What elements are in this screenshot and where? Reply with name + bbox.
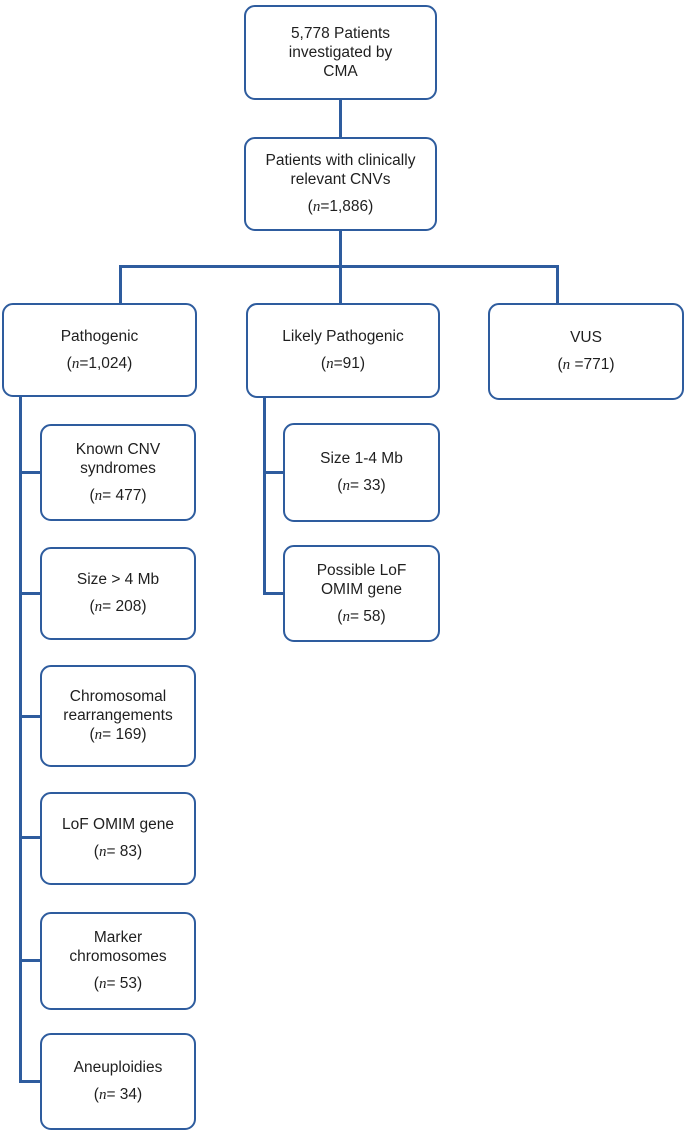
- node-text-line: syndromes: [80, 459, 156, 477]
- node-size-1-4mb: Size 1-4 Mb (n= 33): [283, 423, 440, 522]
- node-count: (n= 208): [89, 597, 146, 617]
- node-count: (n= 34): [94, 1085, 142, 1105]
- count-value: = 169): [102, 726, 147, 743]
- count-n-symbol: n: [326, 356, 334, 372]
- node-count: (n=1,886): [308, 197, 374, 217]
- stub-size-gt-4mb: [19, 592, 40, 595]
- node-text-line: Likely Pathogenic: [282, 328, 404, 345]
- node-text-line: Marker: [93, 929, 143, 946]
- count-open-paren: (: [307, 198, 313, 215]
- count-open-paren: (: [93, 975, 99, 992]
- trunk-pathogenic: [19, 396, 22, 1083]
- node-size-gt-4mb: Size > 4 Mb (n= 208): [40, 547, 196, 640]
- count-open-paren: (: [89, 486, 95, 504]
- drop-to-likely-pathogenic: [339, 265, 342, 304]
- node-likely-pathogenic: Likely Pathogenic (n=91): [246, 303, 440, 398]
- node-text-line: 5,778 Patients: [290, 25, 391, 42]
- stub-marker-chromosomes: [19, 959, 40, 962]
- node-clinically-relevant-cnvs: Patients with clinically relevant CNVs (…: [244, 137, 437, 231]
- count-open-paren: (: [89, 726, 95, 743]
- count-value: =91): [333, 355, 366, 372]
- count-value: = 53): [106, 975, 143, 992]
- count-open-paren: (: [89, 598, 95, 615]
- count-open-paren: (: [93, 1086, 99, 1103]
- node-marker-chromosomes: Marker chromosomes (n= 53): [40, 912, 196, 1010]
- drop-to-vus: [556, 265, 559, 304]
- stub-chromosomal-rearrangements: [19, 715, 40, 718]
- node-count: (n= 477): [89, 486, 146, 506]
- count-value: =771): [570, 356, 615, 373]
- node-lof-omim-gene: LoF OMIM gene (n= 83): [40, 792, 196, 885]
- count-value: =1,886): [320, 198, 374, 215]
- drop-to-pathogenic: [119, 265, 122, 304]
- node-count: (n=1,024): [67, 354, 133, 374]
- node-count: (n= 83): [94, 842, 142, 862]
- node-aneuploidies: Aneuploidies (n= 34): [40, 1033, 196, 1130]
- node-text-line: rearrangements: [63, 707, 173, 724]
- node-text-line: Pathogenic: [60, 327, 139, 345]
- count-n-symbol: n: [71, 355, 80, 372]
- count-value: = 477): [102, 486, 147, 504]
- node-text-line: Possible LoF: [316, 561, 407, 579]
- node-count: (n= 58): [337, 607, 385, 627]
- count-open-paren: (: [557, 356, 563, 373]
- node-count: (n=91): [321, 354, 365, 374]
- count-value: = 208): [102, 598, 147, 615]
- node-text-line: Aneuploidies: [73, 1059, 163, 1076]
- connector-relevant-to-branch: [339, 230, 342, 267]
- node-pathogenic: Pathogenic (n=1,024): [2, 303, 197, 397]
- node-count: (n= 53): [94, 974, 142, 994]
- node-text-line: LoF OMIM gene: [62, 816, 174, 833]
- node-text-line: relevant CNVs: [290, 171, 391, 188]
- count-n-symbol: n: [98, 1087, 107, 1103]
- count-n-symbol: n: [342, 608, 350, 625]
- count-n-symbol: n: [342, 478, 350, 494]
- node-text-line: CMA: [323, 63, 358, 80]
- count-n-symbol: n: [94, 599, 103, 615]
- count-value: =1,024): [79, 354, 133, 372]
- node-vus: VUS (n =771): [488, 303, 684, 400]
- node-possible-lof-omim-gene: Possible LoF OMIM gene (n= 58): [283, 545, 440, 642]
- stub-possible-lof-omim-gene: [263, 592, 283, 595]
- stub-known-cnv-syndromes: [19, 471, 40, 474]
- node-text-line: investigated by: [288, 44, 393, 61]
- count-value: = 83): [106, 843, 143, 860]
- count-open-paren: (: [320, 355, 327, 372]
- count-open-paren: (: [337, 607, 343, 625]
- node-count: (n= 33): [337, 476, 385, 496]
- node-count: (n= 169): [89, 725, 146, 745]
- node-chromosomal-rearrangements: Chromosomal rearrangements (n= 169): [40, 665, 196, 767]
- count-open-paren: (: [337, 477, 343, 494]
- node-text-line: VUS: [570, 329, 602, 346]
- node-text-line: Known CNV: [75, 440, 161, 458]
- stub-lof-omim-gene: [19, 836, 40, 839]
- node-text-line: Size > 4 Mb: [76, 571, 160, 588]
- count-open-paren: (: [66, 354, 72, 372]
- count-open-paren: (: [93, 843, 99, 860]
- node-text-line: Size 1-4 Mb: [320, 450, 403, 467]
- node-known-cnv-syndromes: Known CNV syndromes (n= 477): [40, 424, 196, 521]
- node-text-line: Chromosomal: [69, 688, 167, 705]
- count-value: = 58): [349, 607, 386, 625]
- node-text-line: chromosomes: [69, 948, 167, 965]
- count-n-symbol: n: [94, 487, 103, 504]
- count-n-symbol: n: [94, 727, 103, 743]
- node-text-line: OMIM gene: [321, 580, 402, 598]
- node-count: (n =771): [557, 355, 614, 375]
- trunk-likely-pathogenic: [263, 397, 266, 595]
- count-n-symbol: n: [562, 357, 571, 373]
- stub-aneuploidies: [19, 1080, 40, 1083]
- node-total-patients: 5,778 Patients investigated by CMA: [244, 5, 437, 100]
- connector-total-to-relevant: [339, 100, 342, 138]
- node-text-line: Patients with clinically: [265, 152, 416, 169]
- count-n-symbol: n: [98, 976, 107, 992]
- stub-size-1-4mb: [263, 471, 283, 474]
- count-value: = 33): [349, 477, 386, 494]
- count-n-symbol: n: [312, 199, 321, 215]
- count-n-symbol: n: [98, 844, 107, 860]
- count-value: = 34): [106, 1086, 143, 1103]
